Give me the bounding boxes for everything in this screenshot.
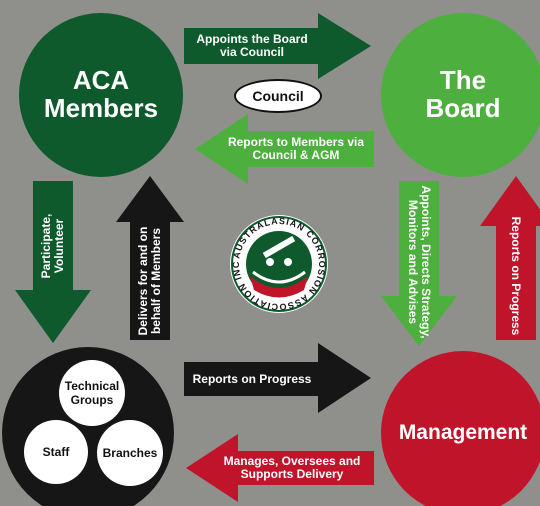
the-board-label: The Board <box>425 65 501 123</box>
reports-progress-right-arrow <box>184 343 371 413</box>
reports-progress-right-text: Reports on Progress <box>192 371 312 386</box>
delivers-text: Delivers for and on behalf of Members <box>136 226 163 336</box>
appoints-directs-arrow <box>381 181 457 346</box>
manages-arrow <box>186 434 374 502</box>
participate-arrow <box>15 181 91 343</box>
branches-node: Branches <box>97 420 163 486</box>
technical-groups-node: Technical Groups <box>59 360 125 426</box>
appoints-directs-text: Appoints, Directs Strategy, Monitors and… <box>406 185 433 339</box>
manages-text: Manages, Oversees and Supports Delivery <box>223 454 361 481</box>
the-board-circle <box>381 13 540 177</box>
reports-members-arrow <box>195 114 374 184</box>
staff-node: Staff <box>24 420 88 484</box>
reports-progress-up-arrow <box>480 176 540 340</box>
appoints-board-arrow <box>184 13 371 79</box>
aca-members-circle <box>19 13 183 177</box>
appoints-board-text: Appoints the Board via Council <box>196 32 308 59</box>
reports-members-text: Reports to Members via Council & AGM <box>227 135 365 162</box>
management-circle <box>381 351 540 506</box>
participate-text: Participate, Volunteer <box>39 213 66 279</box>
council-oval: Council <box>234 79 322 113</box>
reports-progress-up-text: Reports on Progress <box>509 216 524 336</box>
aca-members-label: ACA Members <box>43 65 159 123</box>
management-label: Management <box>398 421 528 445</box>
delivers-arrow <box>116 176 184 340</box>
